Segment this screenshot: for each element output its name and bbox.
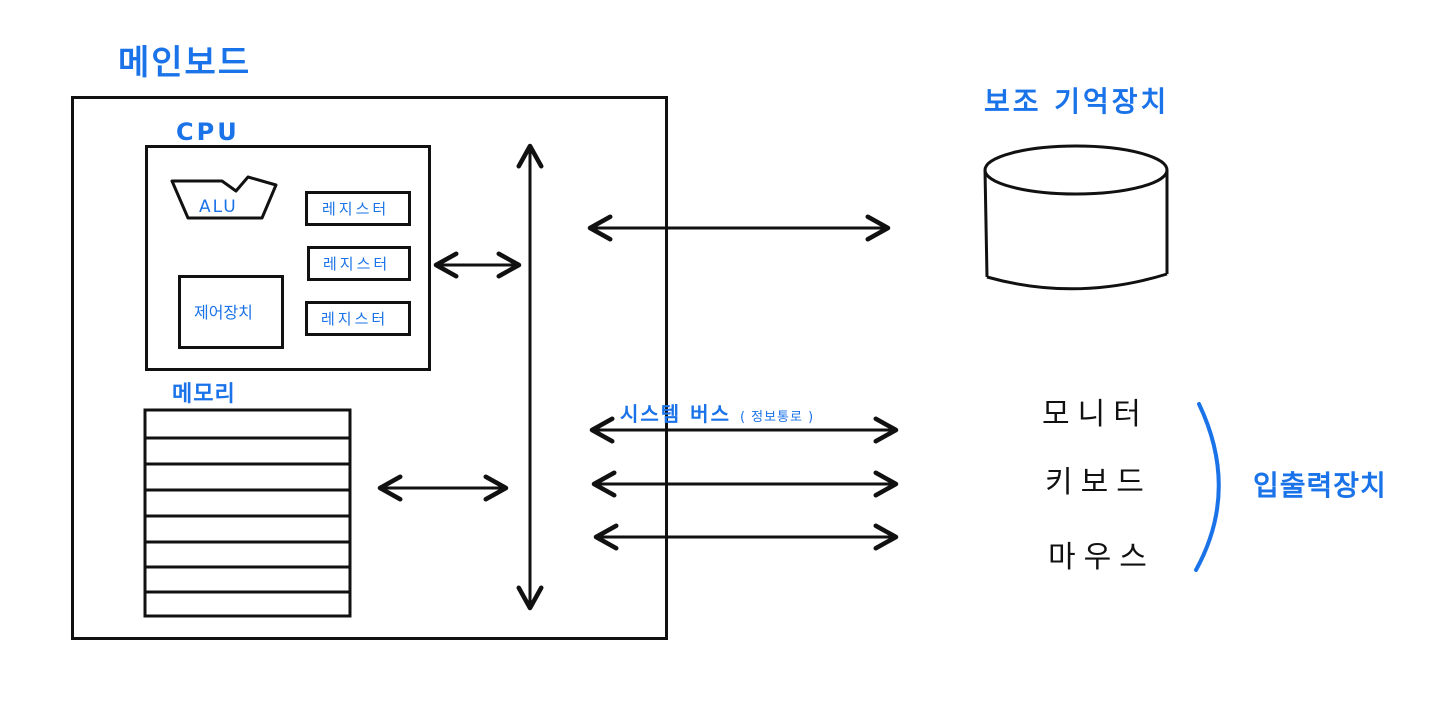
storage-cylinder-icon xyxy=(983,144,1169,291)
io-bracket xyxy=(1194,402,1221,572)
register-label: 레지스터 xyxy=(323,255,391,273)
memory-label: 메모리 xyxy=(172,382,236,407)
io-item-monitor: 모니터 xyxy=(1042,397,1149,432)
register-label: 레지스터 xyxy=(321,310,389,328)
register-label: 레지스터 xyxy=(322,200,390,218)
register-1: 레지스터 xyxy=(305,191,411,226)
io-item-mouse: 마우스 xyxy=(1048,540,1155,575)
register-2: 레지스터 xyxy=(307,246,411,281)
io-group-label: 입출력장치 xyxy=(1253,469,1387,502)
mainboard-title: 메인보드 xyxy=(118,43,252,83)
memory-stack xyxy=(143,408,352,618)
control-unit-box: 제어장치 xyxy=(178,275,284,349)
storage-label: 보조 기억장치 xyxy=(984,85,1170,118)
alu-label: ALU xyxy=(199,197,238,217)
alu-shape: ALU xyxy=(170,175,278,220)
mainboard-frame xyxy=(71,96,668,640)
control-unit-label: 제어장치 xyxy=(194,303,253,322)
register-3: 레지스터 xyxy=(305,301,411,336)
cpu-label: CPU xyxy=(176,118,240,146)
cpu-box xyxy=(145,145,431,371)
io-item-keyboard: 키보드 xyxy=(1045,465,1152,500)
